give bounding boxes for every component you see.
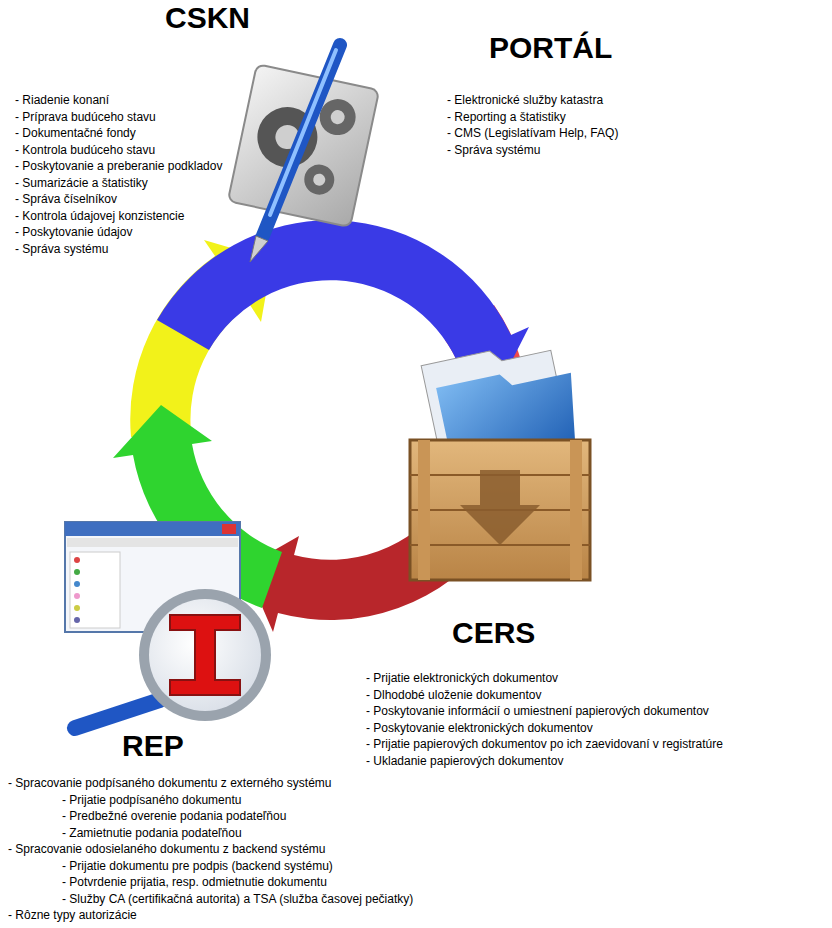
- function-item: - Rôzne typy autorizácie: [8, 907, 413, 924]
- function-item: - Poskytovanie elektronických dokumentov: [366, 720, 723, 737]
- system-group: CSKN - Riadenie konaní- Príprava budúceho…: [15, 0, 250, 257]
- title-wrap: PORTÁL: [489, 30, 618, 66]
- function-item: - Prijatie papierových dokumentov po ich…: [366, 736, 723, 753]
- system-title: REP: [122, 728, 184, 764]
- function-item: - Poskytovanie údajov: [15, 224, 250, 241]
- function-item: - Zamietnutie podania podateľňou: [8, 825, 413, 842]
- function-item: - Sumarizácie a štatistiky: [15, 175, 250, 192]
- function-item: - Služby CA (certifikačná autorita) a TS…: [8, 891, 413, 908]
- function-item: - Správa systému: [447, 142, 618, 159]
- function-item: - Príprava budúceho stavu: [15, 109, 250, 126]
- system-group: REP - Spracovanie podpísaného dokumentu z…: [8, 728, 413, 924]
- function-item: - Poskytovanie a preberanie podkladov: [15, 158, 250, 175]
- function-item: - Elektronické služby katastra: [447, 92, 618, 109]
- cskn-icon: [228, 45, 379, 262]
- system-group: PORTÁL - Elektronické služby katastra- Re…: [447, 30, 618, 158]
- function-item: - Prijatie elektronických dokumentov: [366, 670, 723, 687]
- function-item: - Prijatie podpísaného dokumentu: [8, 792, 413, 809]
- cers-icon: [410, 335, 590, 580]
- system-group: CERS - Prijatie elektronických dokumentov…: [366, 615, 723, 769]
- function-item: - Ukladanie papierových dokumentov: [366, 753, 723, 770]
- title-wrap: REP: [122, 728, 413, 764]
- function-item: - Spracovanie odosielaného dokumentu z b…: [8, 841, 413, 858]
- system-title: PORTÁL: [489, 30, 612, 66]
- function-item: - Kontrola budúceho stavu: [15, 142, 250, 159]
- function-item: - Potvrdenie prijatia, resp. odmietnutie…: [8, 874, 413, 891]
- title-wrap: CERS: [452, 615, 723, 651]
- function-item: - Riadenie konaní: [15, 92, 250, 109]
- function-item: - Reporting a štatistiky: [447, 109, 618, 126]
- function-item: - Kontrola údajovej konzistencie: [15, 208, 250, 225]
- title-wrap: CSKN: [165, 0, 250, 36]
- system-title: CERS: [452, 615, 535, 651]
- function-item: - Spracovanie podpísaného dokumentu z ex…: [8, 775, 413, 792]
- function-item: - Predbežné overenie podania podateľňou: [8, 808, 413, 825]
- function-item: - Poskytovanie informácií o umiestnení p…: [366, 703, 723, 720]
- function-item: - Dlhodobé uloženie dokumentov: [366, 687, 723, 704]
- rep-icon: [65, 522, 271, 728]
- function-item: - Správa systému: [15, 241, 250, 258]
- function-item: - Prijatie dokumentu pre podpis (backend…: [8, 858, 413, 875]
- function-item: - Správa číselníkov: [15, 191, 250, 208]
- function-item: - Dokumentačné fondy: [15, 125, 250, 142]
- system-title: CSKN: [165, 0, 250, 36]
- function-item: - CMS (Legislatívam Help, FAQ): [447, 125, 618, 142]
